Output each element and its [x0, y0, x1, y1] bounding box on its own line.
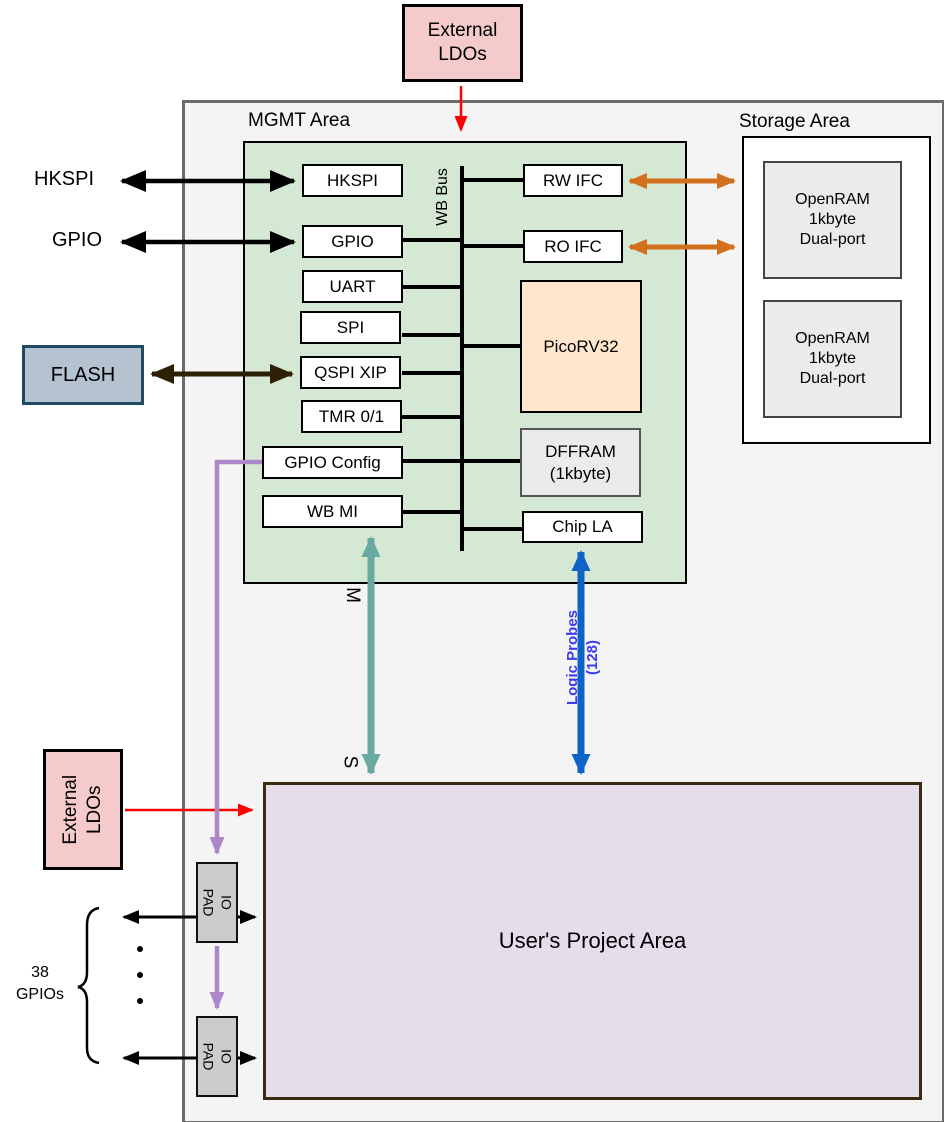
wishbone-slave-label-wrap: S	[335, 748, 363, 776]
mgmt-block-uart: UART	[302, 270, 403, 303]
mgmt-block-wb-mi: WB MI	[262, 495, 403, 528]
flash-chip: FLASH	[22, 345, 144, 405]
mgmt-block-tmr: TMR 0/1	[301, 400, 402, 433]
mgmt-block-hkspi: HKSPI	[302, 164, 403, 197]
hkspi-pin-label: HKSPI	[34, 168, 95, 190]
mgmt-block-chip-la: Chip LA	[522, 511, 643, 543]
mgmt-area-title: MGMT Area	[248, 110, 351, 131]
external-ldos-bottom-label: External LDOs	[60, 774, 105, 845]
logic-probes-label: Logic Probes (128)	[564, 609, 602, 705]
mgmt-block-gpio: GPIO	[302, 225, 403, 258]
io-pad-1: IO PAD	[196, 862, 238, 943]
mgmt-block-picorv32: PicoRV32	[520, 280, 642, 413]
mgmt-block-spi: SPI	[300, 311, 401, 344]
wb-bus-label-wrap: WB Bus	[410, 164, 476, 230]
logic-probes-label-wrap: Logic Probes (128)	[523, 597, 643, 717]
wishbone-master-label: M	[341, 587, 363, 603]
gpio-ellipsis-dots	[137, 946, 143, 1004]
wishbone-slave-label: S	[339, 755, 360, 769]
mgmt-block-gpio-config: GPIO Config	[262, 446, 403, 479]
mgmt-block-qspi-xip: QSPI XIP	[300, 356, 401, 389]
gpio-count-label: 38 GPIOs	[15, 964, 64, 1003]
wishbone-master-label-wrap: M	[338, 581, 366, 609]
mgmt-block-ro-ifc: RO IFC	[523, 230, 623, 263]
io-pad-1-label: IO PAD	[201, 888, 235, 917]
gpio-group-brace	[77, 906, 100, 1065]
mgmt-block-rw-ifc: RW IFC	[523, 164, 623, 197]
mgmt-block-dffram: DFFRAM (1kbyte)	[520, 428, 641, 497]
external-ldos-bottom: External LDOs	[43, 749, 123, 870]
openram-block-2: OpenRAM 1kbyte Dual-port	[763, 300, 902, 418]
user-project-area: User's Project Area	[263, 782, 922, 1100]
io-pad-2-label: IO PAD	[201, 1042, 235, 1071]
openram-block-1: OpenRAM 1kbyte Dual-port	[763, 161, 902, 279]
wb-bus-label: WB Bus	[433, 168, 451, 226]
io-pad-2: IO PAD	[196, 1016, 238, 1097]
gpio-pin-label: GPIO	[52, 229, 103, 251]
storage-area-title: Storage Area	[739, 111, 850, 132]
external-ldos-top: External LDOs	[402, 4, 523, 82]
